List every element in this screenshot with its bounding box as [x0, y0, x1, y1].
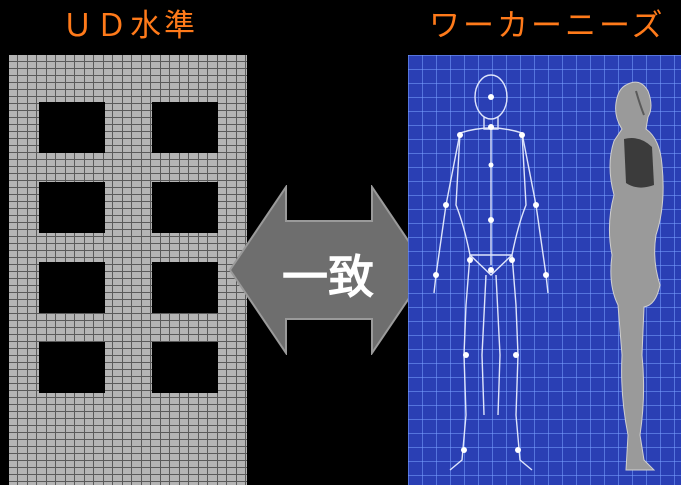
human-side-profile	[608, 81, 664, 471]
building-window	[152, 102, 218, 153]
match-label: 一致	[282, 250, 374, 304]
building-window	[152, 262, 218, 313]
building-window	[39, 182, 105, 233]
building-window	[152, 342, 218, 393]
building-window	[39, 102, 105, 153]
body-figures	[433, 74, 664, 471]
building-window	[39, 342, 105, 393]
worker-needs-title: ワーカーニーズ	[429, 8, 666, 44]
joint-markers	[433, 94, 549, 453]
building-window	[152, 182, 218, 233]
ud-level-title: ＵＤ水準	[62, 8, 198, 44]
brick-building-icon	[9, 55, 247, 485]
human-body-diagram	[408, 55, 681, 485]
building-window	[39, 262, 105, 313]
